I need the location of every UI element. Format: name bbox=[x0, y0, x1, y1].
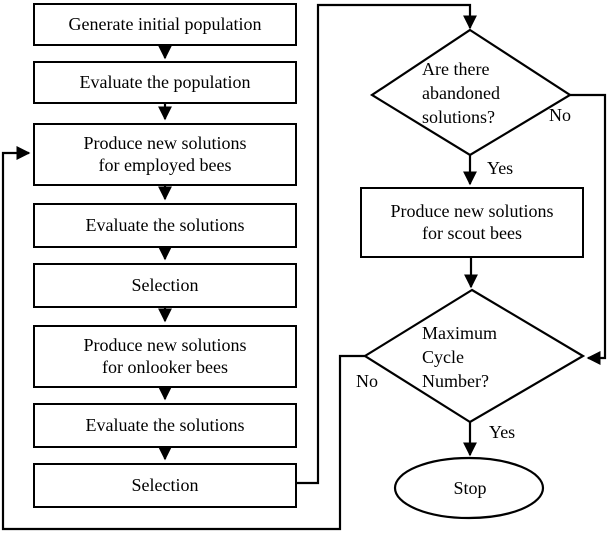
decision-max-cycle-diamond bbox=[362, 288, 586, 424]
flow-node-evaluate-population: Evaluate the population bbox=[33, 61, 297, 104]
stop-label: Stop bbox=[453, 477, 487, 498]
flow-node-evaluate-solutions-2: Evaluate the solutions bbox=[33, 403, 297, 448]
edge-label-yes-abandoned: Yes bbox=[487, 158, 514, 178]
flow-node-evaluate-solutions-1: Evaluate the solutions bbox=[33, 203, 297, 248]
decision-max-cycle-label: Maximum Cycle Number? bbox=[422, 323, 497, 391]
connector-decision1-no bbox=[570, 93, 607, 365]
decision-abandoned-label: Are there abandoned solutions? bbox=[422, 59, 500, 127]
decision-abandoned-diamond bbox=[369, 28, 573, 157]
flow-node-employed-bees: Produce new solutions for employed bees bbox=[33, 123, 297, 186]
flow-node-generate-population: Generate initial population bbox=[33, 3, 297, 46]
stop-terminator-ellipse bbox=[393, 456, 545, 520]
flow-node-selection-2: Selection bbox=[33, 463, 297, 508]
flow-node-onlooker-bees: Produce new solutions for onlooker bees bbox=[33, 325, 297, 388]
edge-label-yes-max-cycle: Yes bbox=[489, 422, 516, 442]
flow-node-selection-1: Selection bbox=[33, 263, 297, 308]
flow-node-scout-bees: Produce new solutions for scout bees bbox=[360, 187, 584, 258]
edge-label-no-abandoned: No bbox=[549, 105, 571, 125]
connector-selection-to-decision1 bbox=[297, 3, 477, 485]
edge-label-no-max-cycle: No bbox=[356, 371, 378, 391]
connector-decision2-no-loop bbox=[1, 146, 365, 531]
